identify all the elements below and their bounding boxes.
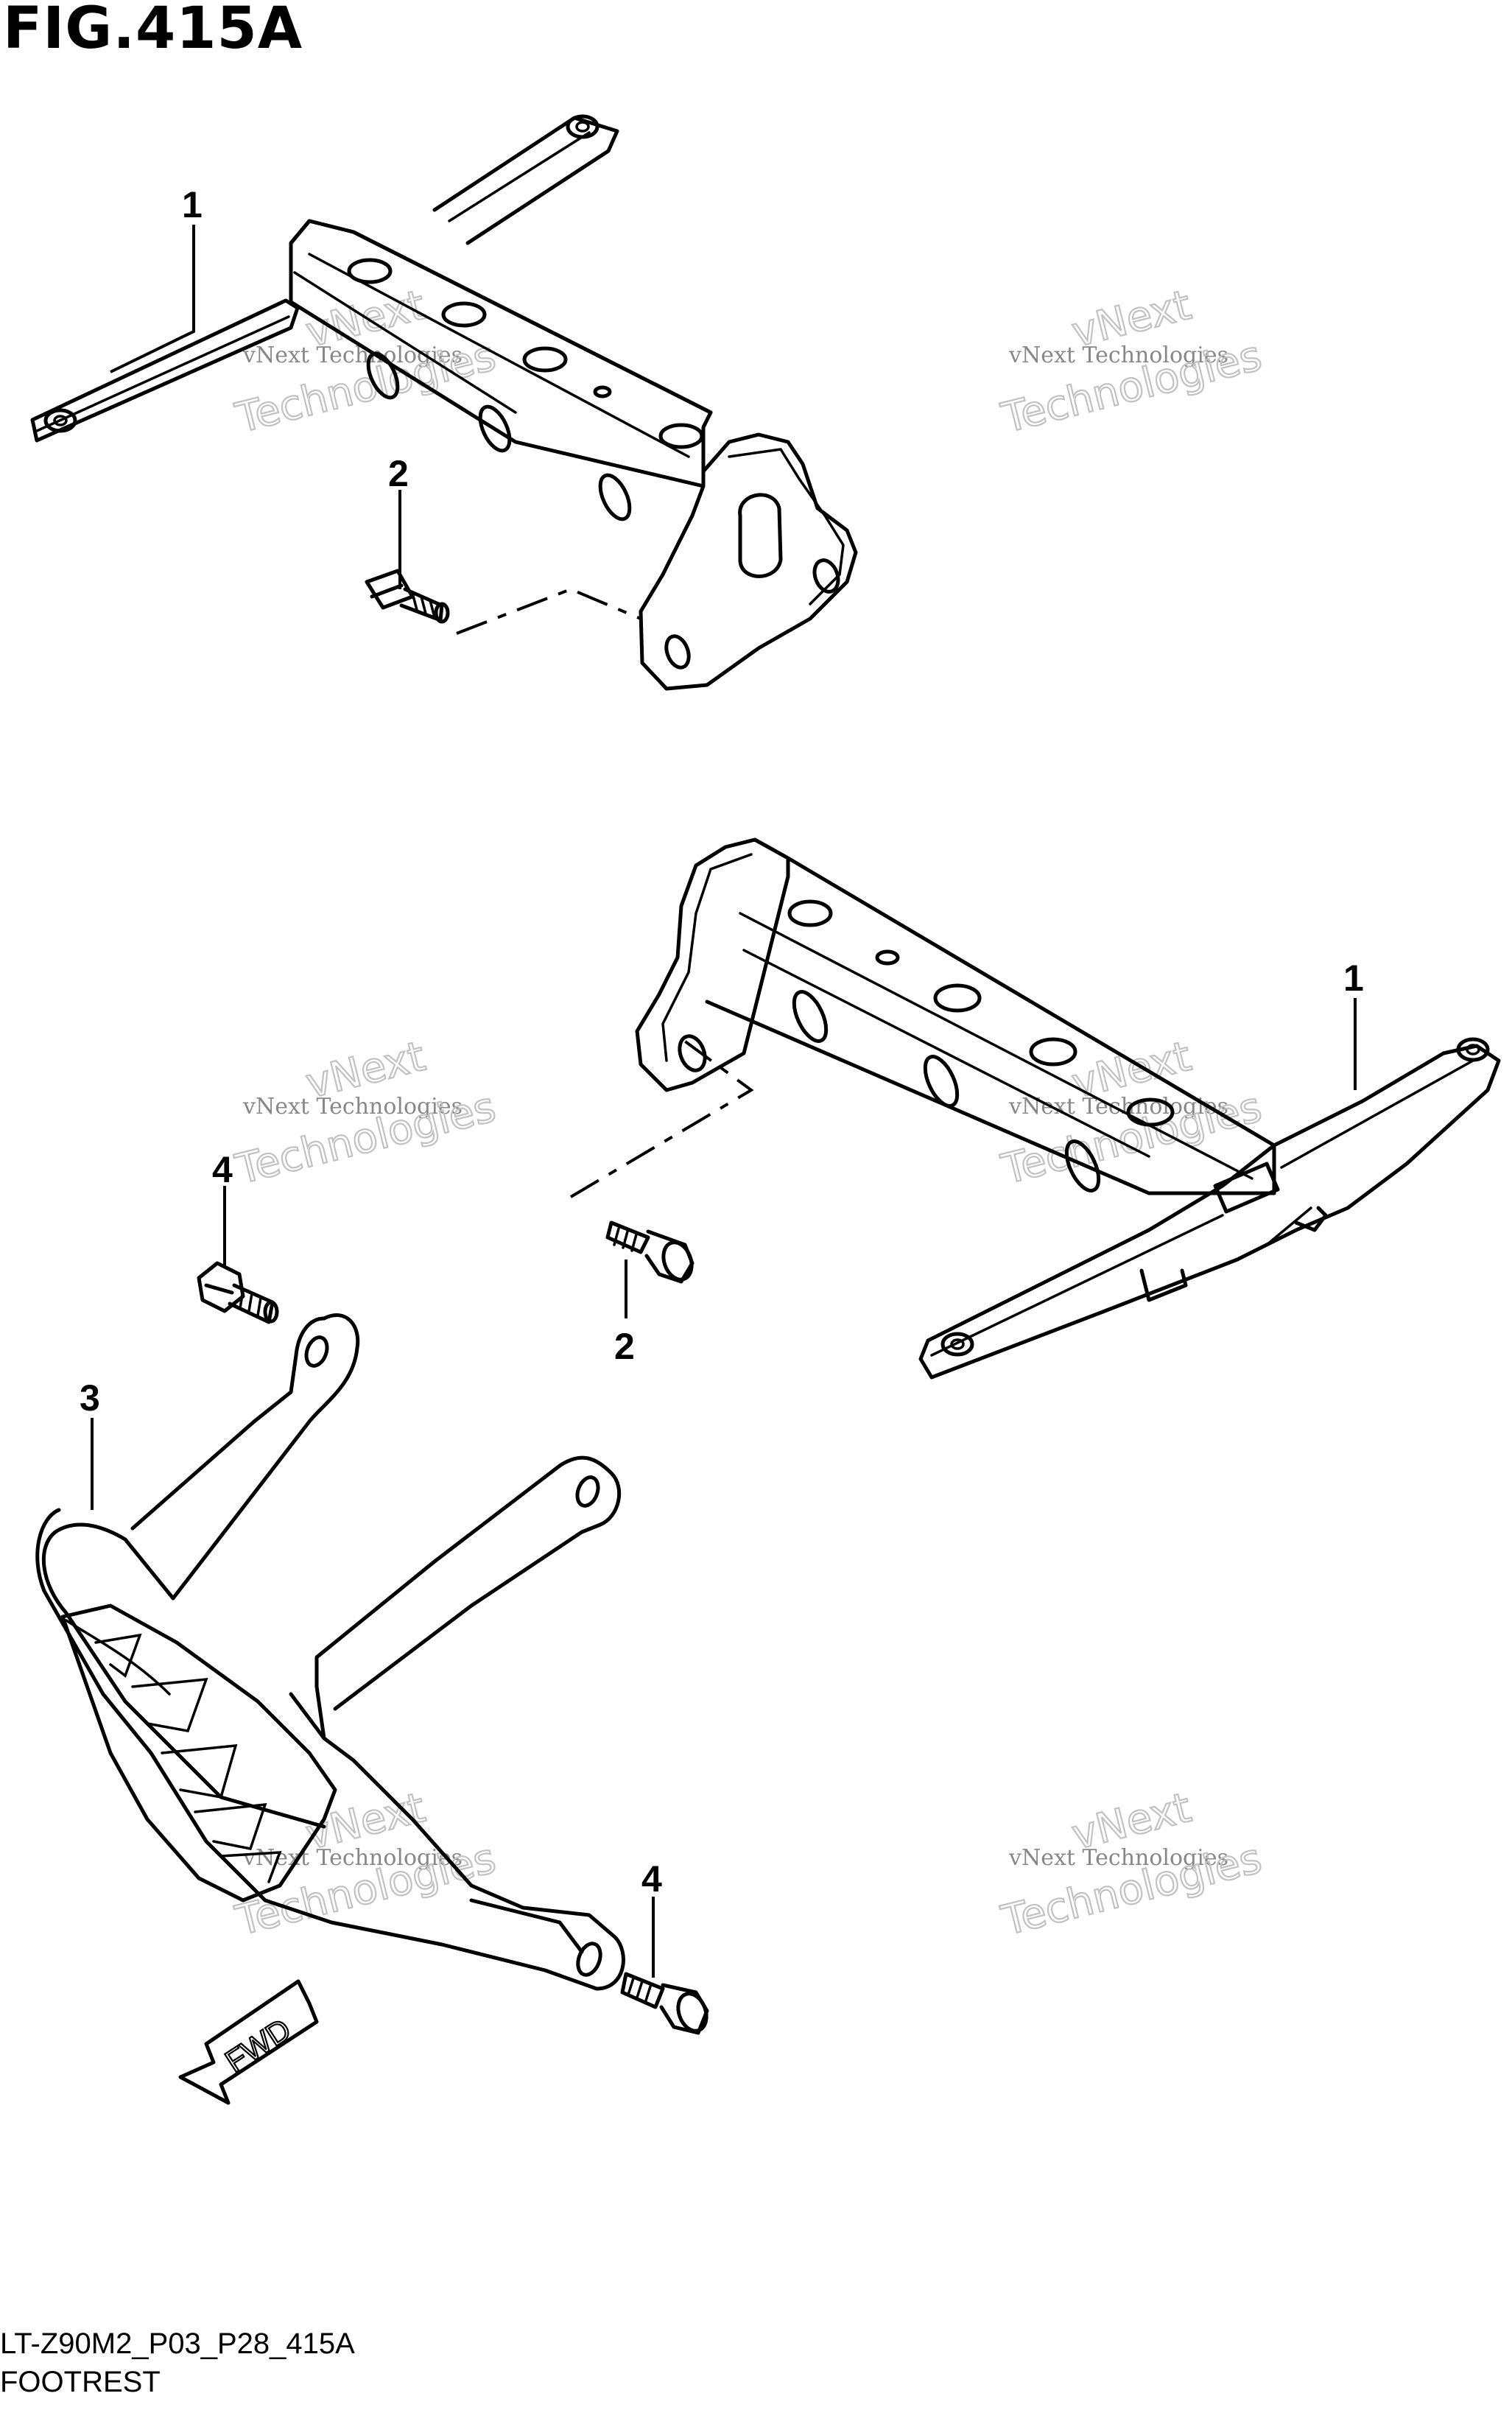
bolt-lower	[605, 1220, 695, 1284]
mount-hole	[940, 1332, 974, 1357]
fwd-arrow-label: FWD	[219, 2012, 297, 2079]
tube-hole	[792, 990, 829, 1043]
tube-hole	[933, 983, 982, 1013]
tube-hole	[1029, 1037, 1077, 1067]
callout-2-upper: 2	[388, 453, 409, 494]
figure-name: FOOTREST	[0, 2366, 161, 2398]
watermark-4: vNext vNext Technologies Technologies	[996, 1032, 1267, 1195]
figure-code: LT-Z90M2_P03_P28_415A	[0, 2328, 355, 2360]
callout-3: 3	[80, 1377, 100, 1419]
callout-4-bottom: 4	[641, 1858, 662, 1900]
tube-hole	[478, 404, 512, 453]
mount-hole	[43, 408, 77, 433]
tube-hole	[1126, 1097, 1175, 1127]
bolt-guard-bottom	[620, 1972, 709, 2035]
callout-1-upper: 1	[182, 184, 203, 225]
mount-hole	[566, 114, 599, 139]
tube-hole	[1064, 1139, 1101, 1192]
tube-hole	[787, 899, 833, 927]
tube-hole	[923, 1055, 960, 1108]
watermark-3: vNext vNext Technologies Technologies	[230, 1032, 501, 1195]
bolt-guard-top	[197, 1261, 279, 1324]
callout-labels: 1 2 1 2 3 4 4	[80, 184, 1364, 1900]
watermark-1: vNext vNext Technologies Technologies	[230, 281, 501, 443]
guard-mount-hole	[304, 1335, 329, 1368]
assembly-line-lower	[569, 1037, 754, 1198]
plate-hole	[812, 558, 840, 594]
callout-2-lower: 2	[614, 1326, 635, 1367]
footrest-bracket-lower	[635, 837, 1501, 1380]
watermark-line2: vNext Technologies	[1008, 342, 1228, 368]
footrest-bracket-upper	[30, 114, 858, 691]
bolt-upper	[365, 569, 450, 624]
guard-mount-hole	[576, 1942, 602, 1977]
tube-hole-small	[875, 949, 900, 966]
callout-1-lower: 1	[1343, 958, 1364, 999]
callout-leaders	[91, 225, 1357, 1978]
plate-hole	[664, 634, 691, 670]
tube-hole	[347, 258, 393, 284]
tube-hole-small	[593, 385, 612, 398]
guard-mount-hole	[575, 1475, 600, 1508]
tube-hole	[366, 351, 400, 400]
assembly-line-upper	[456, 587, 641, 635]
tube-hole	[598, 473, 632, 521]
plate-slot	[738, 493, 783, 578]
watermark-line2: vNext Technologies	[242, 1094, 463, 1120]
tube-hole	[658, 423, 704, 449]
watermark-2: vNext vNext Technologies Technologies	[996, 281, 1267, 443]
plate-hole	[678, 1034, 707, 1072]
figure-title: FIG.415A	[3, 0, 303, 62]
watermark-5: vNext vNext Technologies Technologies	[230, 1783, 501, 1946]
watermark-6: vNext vNext Technologies Technologies	[996, 1783, 1267, 1946]
mount-hole	[1456, 1037, 1490, 1062]
tube-hole	[522, 346, 568, 373]
watermark-line2: vNext Technologies	[1008, 1845, 1228, 1871]
fwd-arrow: FWD	[178, 1979, 319, 2105]
foot-guard	[35, 1313, 625, 1991]
callout-4-top: 4	[212, 1149, 233, 1190]
tube-hole	[441, 301, 487, 328]
